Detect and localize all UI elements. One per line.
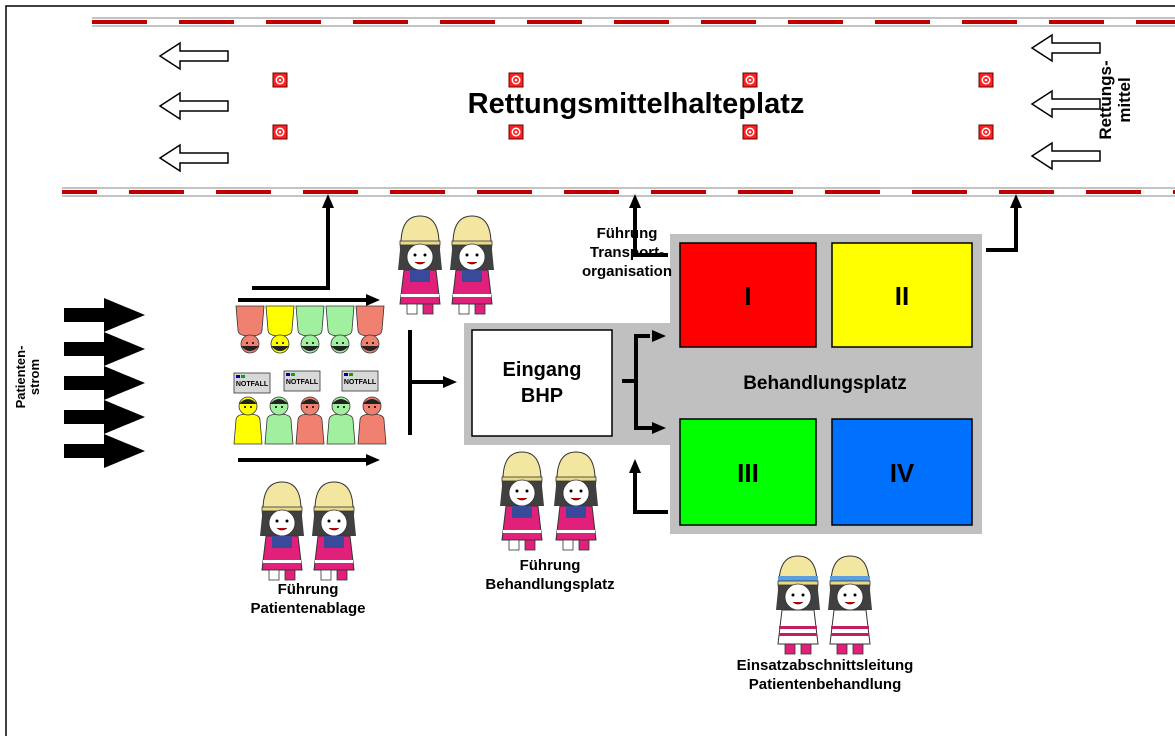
patient-stream-label-text: Patienten- strom xyxy=(13,345,42,409)
section-lead-label: Einsatzabschnittsleitung Patientenbehand… xyxy=(736,657,914,693)
patient-stream-label: Patienten- strom xyxy=(13,322,42,432)
treatment-lead-label: Führung Behandlungsplatz xyxy=(485,557,615,593)
treatment-area xyxy=(464,234,982,534)
holding-lead-label: Führung Patientenablage xyxy=(250,581,366,617)
section-II xyxy=(831,242,973,348)
section-lead-figures xyxy=(775,555,873,655)
entry-arrows xyxy=(1031,34,1101,170)
entrance-box xyxy=(471,329,613,437)
road xyxy=(62,17,1175,197)
triage-tags: NOTFALL NOTFALL NOTFALL xyxy=(233,370,379,394)
section-III xyxy=(679,418,817,526)
transport-lead-label: Führung Transport- organisation xyxy=(581,225,672,280)
patient-stream-arrows xyxy=(64,298,145,468)
section-I xyxy=(679,242,817,348)
holding-lead-figures xyxy=(259,481,357,581)
patients-lying xyxy=(235,305,385,354)
vehicles-label-text: Rettungs- mittel xyxy=(1096,60,1134,140)
outer-frame xyxy=(5,5,1175,736)
section-IV-label: IV xyxy=(889,458,915,488)
patients-row xyxy=(233,396,387,445)
treatment-lead-figures xyxy=(499,451,599,551)
section-IV xyxy=(831,418,973,526)
treatment-flow-arrows xyxy=(622,194,1022,514)
section-I-label: I xyxy=(744,281,752,311)
transport-lead-figures xyxy=(397,215,495,315)
tag-label-2: NOTFALL xyxy=(286,379,319,386)
vehicles-label: Rettungs- mittel xyxy=(1096,45,1134,155)
tag-label-1: NOTFALL xyxy=(236,381,269,388)
treatment-area-label: Behandlungsplatz xyxy=(743,373,907,394)
exit-arrows xyxy=(159,42,229,172)
holding-flow-arrows xyxy=(238,194,457,466)
entrance-label: Eingang BHP xyxy=(502,359,582,407)
tag-label-3: NOTFALL xyxy=(344,379,377,386)
section-III-label: III xyxy=(737,458,759,488)
section-II-label: II xyxy=(894,281,910,311)
road-title: Rettungsmittelhalteplatz xyxy=(467,88,805,120)
